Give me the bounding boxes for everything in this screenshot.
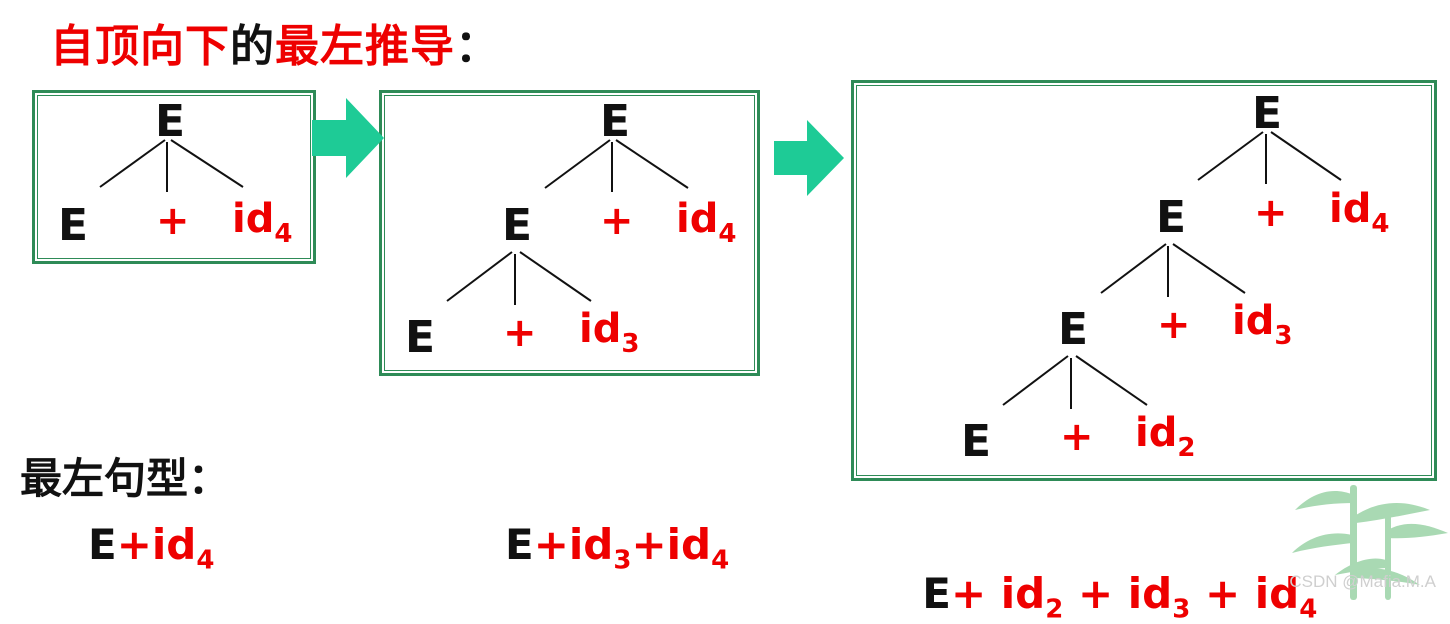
tree2-root: E bbox=[600, 96, 630, 147]
tree3-plus3: + bbox=[1060, 414, 1094, 460]
sentential-form-2: E+id3+id4 bbox=[505, 520, 729, 575]
sentential-form-3: E+ id2 + id3 + id4 bbox=[893, 520, 1317, 624]
tree3-id3: id3 bbox=[1232, 298, 1292, 351]
sentential-form-1: E+id4 bbox=[88, 520, 214, 575]
tree1-root: E bbox=[155, 96, 185, 147]
sentential-form-label: 最左句型： bbox=[20, 445, 230, 506]
tree1-left-e: E bbox=[58, 200, 88, 251]
tree1-plus: + bbox=[156, 198, 190, 244]
tree2-mid-e: E bbox=[502, 200, 532, 251]
tree3-id2: id2 bbox=[1135, 410, 1195, 463]
tree2-plus2: + bbox=[503, 310, 537, 356]
tree2-id4: id4 bbox=[676, 196, 736, 249]
tree3-id4: id4 bbox=[1329, 186, 1389, 239]
tree3-plus1: + bbox=[1254, 190, 1288, 236]
watermark: CSDN @Mafia.M.A bbox=[1289, 572, 1436, 592]
tree3-e2: E bbox=[1156, 192, 1186, 243]
tree3-root: E bbox=[1252, 88, 1282, 139]
tree1-id: id4 bbox=[232, 196, 292, 249]
tree2-left-e: E bbox=[405, 312, 435, 363]
tree2-plus1: + bbox=[600, 198, 634, 244]
tree2-id3: id3 bbox=[579, 306, 639, 359]
tree3-plus2: + bbox=[1157, 302, 1191, 348]
tree3-e3: E bbox=[1058, 304, 1088, 355]
parse-trees: E E + id4 E E + id4 E + id3 E E + id4 E … bbox=[0, 0, 1450, 600]
tree3-e4: E bbox=[961, 416, 991, 467]
